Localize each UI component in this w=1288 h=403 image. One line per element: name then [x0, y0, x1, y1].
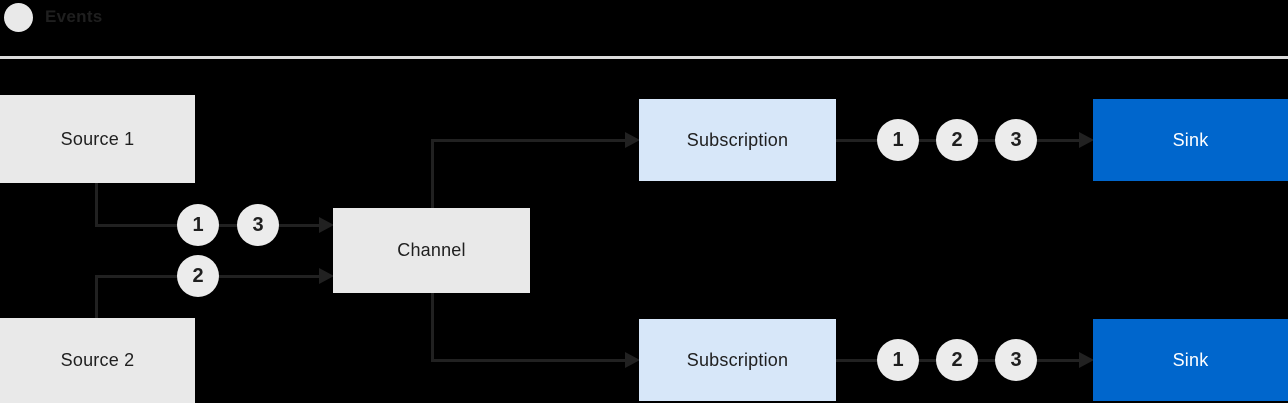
edge-source1-down-line [95, 183, 98, 227]
event-marker: 3 [237, 204, 279, 246]
edge-channel-to-subscription-bottom-line [431, 359, 625, 362]
event-marker: 1 [877, 119, 919, 161]
event-marker: 1 [177, 204, 219, 246]
arrowhead-into-subscription-top-icon [625, 132, 640, 148]
sink-top-node: Sink [1093, 99, 1288, 181]
event-marker: 3 [995, 119, 1037, 161]
edge-channel-down-line [431, 293, 434, 362]
subscription-top-label: Subscription [686, 129, 789, 150]
event-marker: 2 [177, 255, 219, 297]
event-circle-icon [4, 3, 33, 32]
channel-label: Channel [397, 240, 466, 260]
legend-separator [0, 56, 1288, 59]
arrowhead-into-sink-top-icon [1079, 132, 1094, 148]
legend-events-label: Events [45, 7, 103, 26]
arrowhead-into-channel-bottom-icon [319, 268, 334, 284]
sink-bottom-label: Sink [1172, 349, 1209, 370]
source-1-node: Source 1 [0, 95, 195, 183]
event-marker: 3 [995, 339, 1037, 381]
sink-bottom-node: Sink [1093, 319, 1288, 401]
arrowhead-into-sink-bottom-icon [1079, 352, 1094, 368]
subscription-top-node: Subscription [639, 99, 836, 181]
source-2-node: Source 2 [0, 318, 195, 403]
edge-channel-to-subscription-top-line [431, 139, 625, 142]
event-marker: 1 [877, 339, 919, 381]
arrowhead-into-subscription-bottom-icon [625, 352, 640, 368]
event-marker: 2 [936, 119, 978, 161]
arrowhead-into-channel-top-icon [319, 217, 334, 233]
source-2-label: Source 2 [60, 350, 135, 370]
channel-node: Channel [333, 208, 530, 293]
sink-top-label: Sink [1172, 129, 1209, 150]
edge-source2-up-line [95, 276, 98, 318]
event-marker: 2 [936, 339, 978, 381]
source-1-label: Source 1 [60, 128, 135, 149]
edge-channel-up-line [431, 139, 434, 209]
subscription-bottom-label: Subscription [686, 349, 789, 370]
subscription-bottom-node: Subscription [639, 319, 836, 401]
